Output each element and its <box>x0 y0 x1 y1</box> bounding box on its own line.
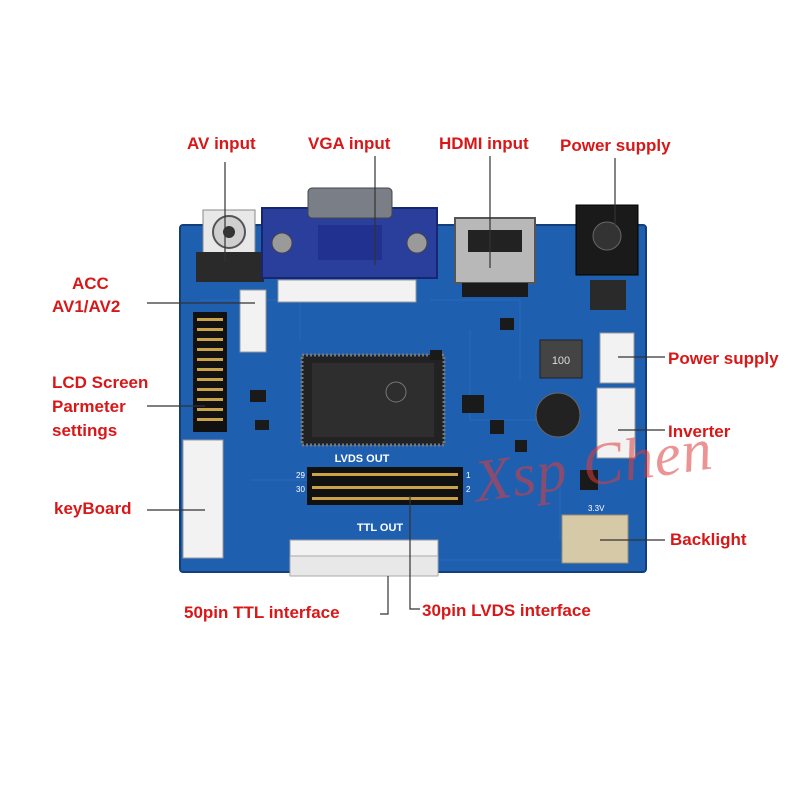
ttl-out-label: TTL OUT <box>357 522 404 534</box>
pin-30-label: 30 <box>296 485 305 494</box>
av-input-label: AV input <box>187 134 256 153</box>
backlight-connector <box>561 514 629 564</box>
vga-input-label: VGA input <box>308 134 391 153</box>
dc-power-jack <box>575 204 639 310</box>
acc-label: ACC <box>72 274 109 293</box>
inverter-header <box>596 387 636 459</box>
power-supply-header <box>599 332 635 384</box>
av-rca-jack <box>196 209 264 282</box>
pin-29-label: 29 <box>296 471 305 480</box>
backlight-label: Backlight <box>670 530 747 549</box>
main-chip <box>300 353 446 447</box>
inverter-label: Inverter <box>668 422 731 441</box>
hdmi-input-label: HDMI input <box>439 134 529 153</box>
lcd-screen-label: LCD Screen <box>52 373 149 392</box>
pin-2-label: 2 <box>466 485 471 494</box>
inductor: 100 <box>539 339 583 379</box>
vga-connector <box>261 187 438 279</box>
ttl-fpc-lower <box>289 555 439 577</box>
voltage-label: 3.3V <box>588 504 605 513</box>
acc-header <box>239 289 267 353</box>
pin-1-label: 1 <box>466 471 471 480</box>
power-supply-right-label: Power supply <box>668 349 779 368</box>
vga-header-connector <box>277 279 417 303</box>
keyboard-label: keyBoard <box>54 499 132 518</box>
parmeter-label: Parmeter <box>52 397 126 416</box>
settings-label: settings <box>52 421 118 440</box>
av1-av2-label: AV1/AV2 <box>52 297 121 316</box>
ttl-fpc-connector <box>289 539 439 559</box>
lvds-header: LVDS OUT 29 30 1 2 <box>296 453 471 505</box>
lvds-out-label: LVDS OUT <box>335 453 390 465</box>
lcd-parameter-header <box>193 312 227 432</box>
leader-lines <box>147 156 665 615</box>
lvds-interface-label: 30pin LVDS interface <box>422 601 591 620</box>
hdmi-connector <box>454 217 536 297</box>
ttl-interface-label: 50pin TTL interface <box>184 603 340 622</box>
keyboard-connector <box>182 439 224 559</box>
power-supply-top-label: Power supply <box>560 136 671 155</box>
inductor-label: 100 <box>552 355 570 367</box>
small-components <box>250 318 598 490</box>
capacitor <box>535 392 581 438</box>
